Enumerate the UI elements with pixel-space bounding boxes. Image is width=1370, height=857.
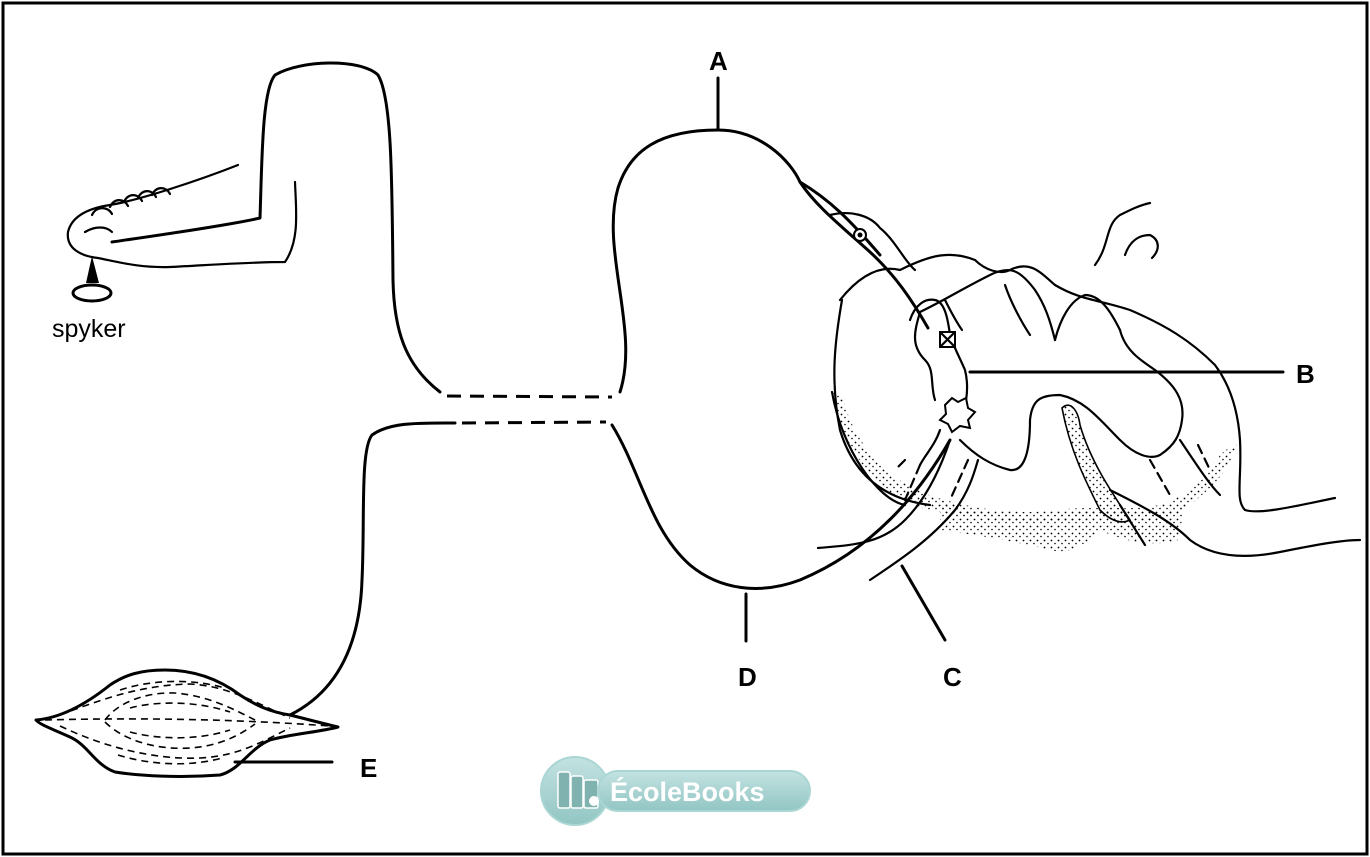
diagram-frame <box>3 3 1367 854</box>
label-C: C <box>943 662 962 692</box>
spyker-caption: spyker <box>52 315 126 343</box>
label-A: A <box>709 46 728 76</box>
label-E: E <box>360 753 377 783</box>
watermark-text: ÉcoleBooks <box>610 776 765 807</box>
ganglion-cell <box>854 229 866 241</box>
label-B: B <box>1296 359 1315 389</box>
label-D: D <box>738 662 757 692</box>
